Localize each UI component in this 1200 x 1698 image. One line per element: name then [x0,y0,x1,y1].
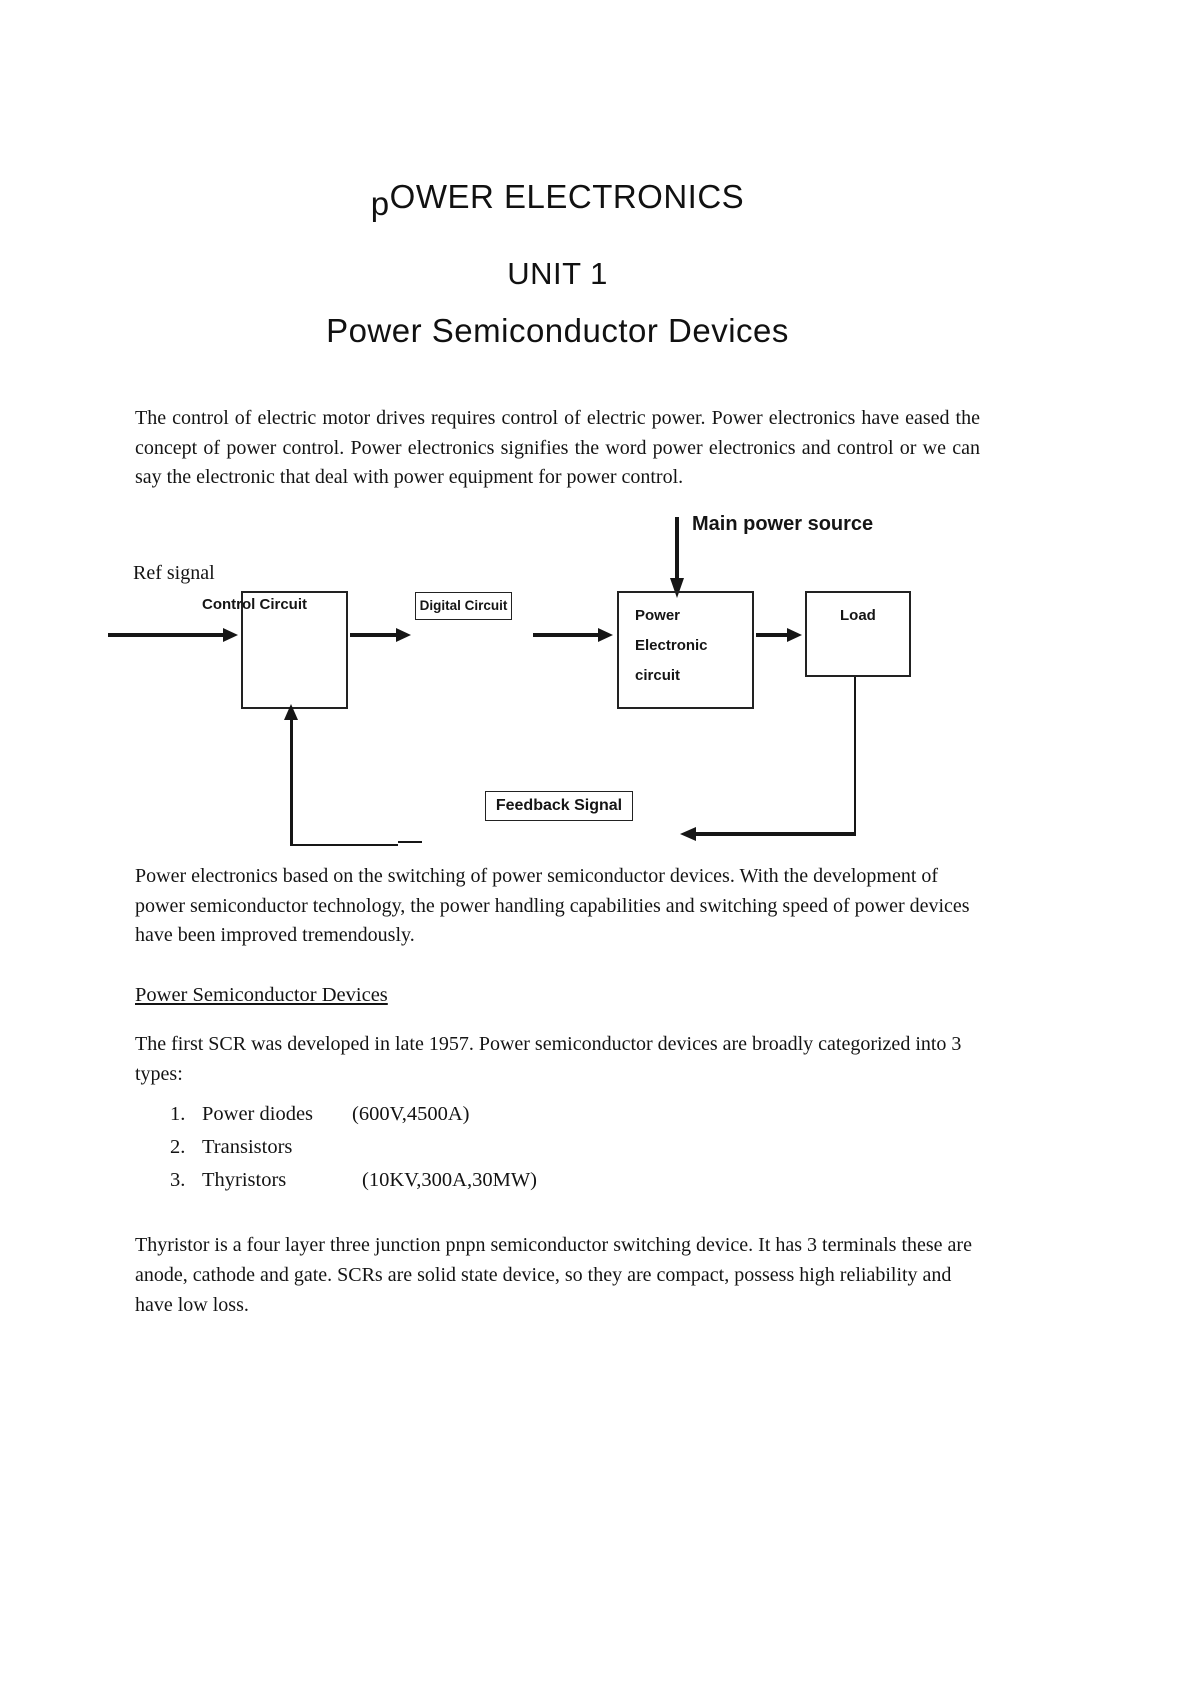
paragraph-intro: The control of electric motor drives req… [135,407,980,488]
digital-circuit-box: Digital Circuit [415,592,512,620]
arrow-line [756,633,788,637]
list-item-power-diodes: 1. Power diodes (600V,4500A) [135,1103,980,1131]
list-item-spec: (600V,4500A) [352,1103,470,1125]
arrow-line [533,633,599,637]
unit-heading: UNIT 1 [507,256,608,291]
power-electronic-label-line2: Electronic [635,637,708,654]
main-power-arrowhead-icon [670,578,684,598]
list-number: 2. [170,1136,186,1158]
main-power-arrow-line [675,517,679,579]
ref-signal-label: Ref signal [133,562,215,584]
section-heading: Power Semiconductor Devices [135,984,388,1006]
feedback-up-line [290,716,293,846]
list-number: 3. [170,1169,186,1191]
list-item-transistors: 2. Transistors [135,1136,980,1164]
page-title-rest: OWER ELECTRONICS [389,178,745,215]
list-item-label: Transistors [202,1136,293,1158]
feedback-signal-box: Feedback Signal [485,791,633,821]
main-power-source-label: Main power source [692,513,874,535]
paragraph-scr: The first SCR was developed in late 1957… [135,1033,962,1085]
control-circuit-label: Control Circuit [202,596,307,613]
feedback-up-arrowhead-icon [284,704,298,720]
feedback-bottom-dash [398,841,422,843]
power-electronic-label-line1: Power [635,607,681,624]
arrowhead-icon [787,628,802,642]
feedback-arrow-line [694,832,855,836]
list-item-label: Thyristors [202,1169,287,1191]
block-diagram: Main power source Ref signal Control Cir… [0,500,1200,860]
arrowhead-icon [223,628,238,642]
document-subtitle: Power Semiconductor Devices [326,312,789,349]
list-item-thyristors: 3. Thyristors (10KV,300A,30MW) [135,1169,980,1197]
power-electronic-box: Power Electronic circuit [617,591,754,709]
list-item-label: Power diodes [202,1103,314,1125]
feedback-bottom-line [290,844,398,846]
list-item-spec: (10KV,300A,30MW) [362,1169,538,1191]
page-title: pOWER ELECTRONICS [135,178,980,222]
list-number: 1. [170,1103,186,1125]
feedback-arrowhead-icon [680,827,696,841]
paragraph-switching: Power electronics based on the switching… [135,865,970,946]
digital-circuit-label: Digital Circuit [419,598,508,613]
load-feedback-line [854,677,856,836]
arrowhead-icon [396,628,411,642]
load-box: Load [805,591,911,677]
feedback-signal-label: Feedback Signal [495,797,623,814]
arrowhead-icon [598,628,613,642]
arrow-line [108,633,224,637]
load-label: Load [840,607,876,624]
arrow-line [350,633,397,637]
page-title-prefix: p [370,184,390,222]
power-electronic-label-line3: circuit [635,667,681,684]
paragraph-thyristor: Thyristor is a four layer three junction… [135,1234,972,1316]
